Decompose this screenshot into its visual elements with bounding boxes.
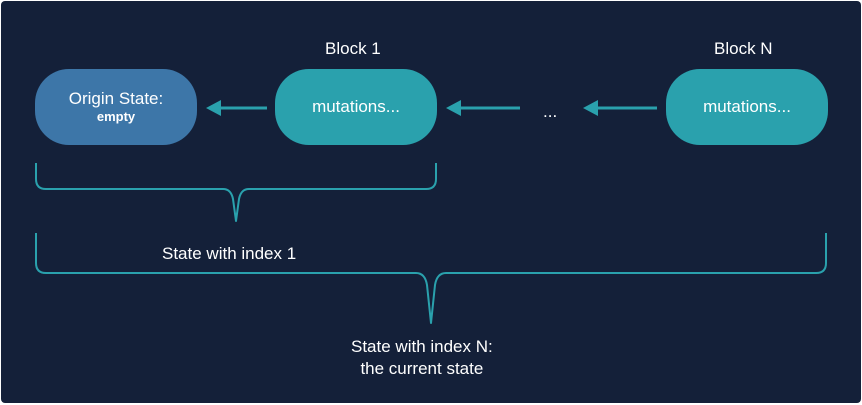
origin-state-node: Origin State: empty [35, 69, 197, 145]
block-n-label: Block N [714, 39, 773, 58]
state-index-n-line2: the current state [360, 359, 484, 378]
state-index-n-line1: State with index N: [351, 337, 493, 356]
origin-state-subtitle: empty [96, 109, 136, 124]
block-n-node: mutations... [666, 69, 828, 145]
bracket-state-1 [35, 163, 437, 222]
bracket-state-n [35, 233, 827, 324]
block-1-node: mutations... [275, 69, 437, 145]
origin-state-title: Origin State: [68, 89, 164, 108]
arrow-block1-to-origin [206, 100, 267, 116]
block-1-content: mutations... [312, 97, 400, 116]
block-1-label: Block 1 [325, 39, 381, 58]
state-index-1-label: State with index 1 [162, 244, 297, 263]
block-n-content: mutations... [703, 97, 791, 116]
state-index-n-label: State with index N: the current state [351, 336, 493, 380]
arrow-ellipsis-to-block1 [446, 100, 520, 116]
arrow-blockn-to-ellipsis [583, 100, 657, 116]
ellipsis-text: ... [543, 102, 558, 121]
